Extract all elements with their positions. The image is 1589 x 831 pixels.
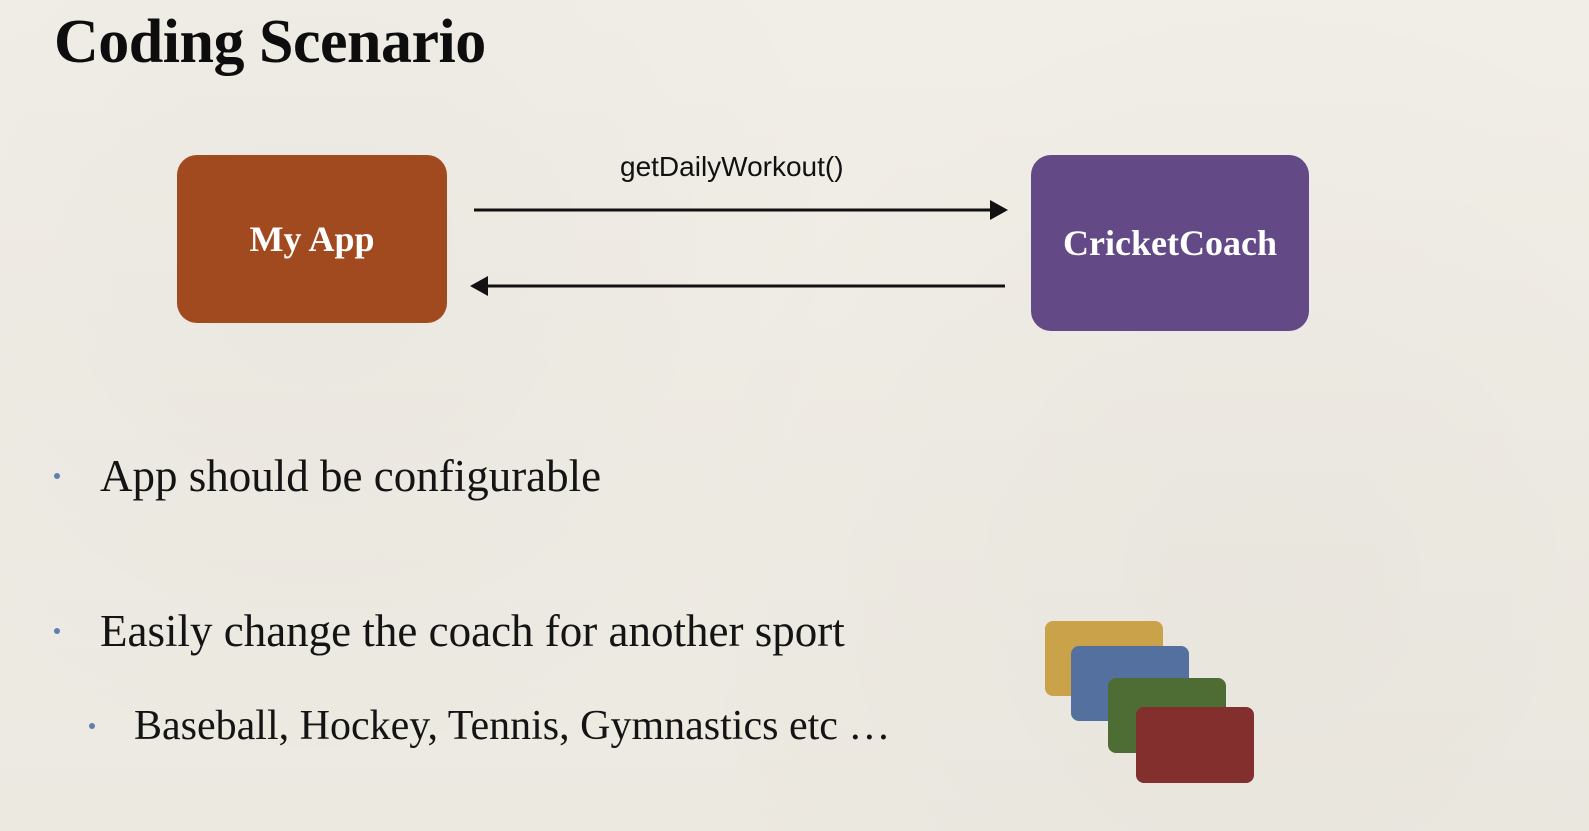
bullet-text: App should be configurable	[100, 451, 602, 501]
response-arrow	[470, 276, 1005, 296]
my-app-box: My App	[177, 155, 447, 323]
bullet-dot	[54, 628, 60, 634]
cricket-coach-label: CricketCoach	[1063, 223, 1277, 263]
cricket-coach-box: CricketCoach	[1031, 155, 1309, 331]
bullet-dot	[89, 723, 95, 729]
bullet-item: Easily change the coach for another spor…	[54, 603, 845, 659]
slide-title: Coding Scenario	[54, 8, 486, 76]
method-call-label: getDailyWorkout()	[620, 151, 844, 182]
request-arrow	[474, 200, 1008, 220]
my-app-label: My App	[249, 219, 375, 259]
sub-bullet-text: Baseball, Hockey, Tennis, Gymnastics etc…	[134, 703, 891, 749]
bullet-dot	[54, 473, 60, 479]
sub-bullet-item: Baseball, Hockey, Tennis, Gymnastics etc…	[89, 700, 891, 752]
bullet-item: App should be configurable	[54, 448, 602, 504]
bullet-text: Easily change the coach for another spor…	[100, 606, 845, 656]
coach-card-red	[1136, 707, 1254, 783]
